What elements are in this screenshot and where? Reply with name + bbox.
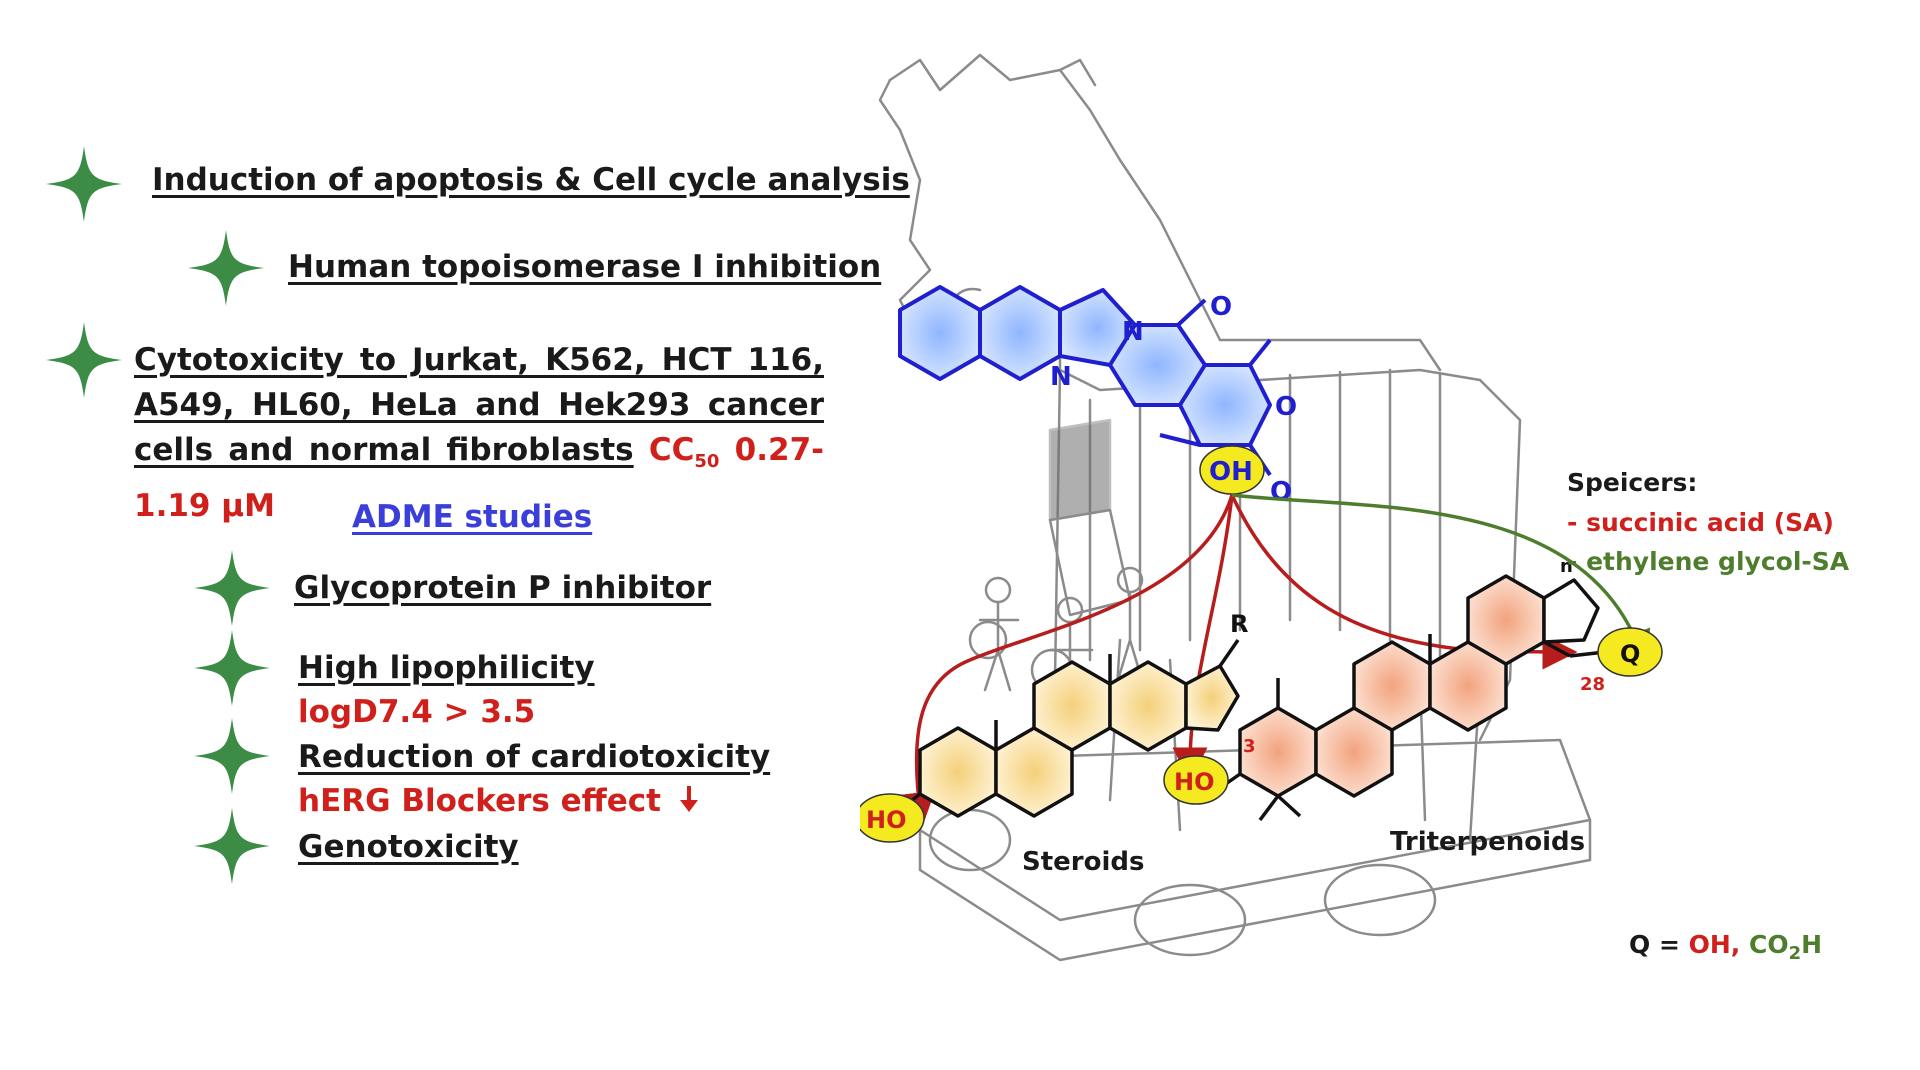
- arrow-to-triterpene-3: [1172, 494, 1234, 783]
- molecule-o-top: O: [1210, 292, 1232, 322]
- triterpene-q-highlight: [1597, 627, 1663, 677]
- oh-highlight: [1199, 445, 1265, 495]
- star-bullet-icon: [192, 806, 272, 886]
- item-glycoprotein: Glycoprotein P inhibitor: [294, 570, 712, 606]
- triterpene-q: Q: [1620, 640, 1640, 668]
- oh-label: OH: [1209, 457, 1253, 487]
- triterpene-n: n: [1560, 556, 1573, 577]
- spacer-ethylene-glycol: - ethylene glycol-SA: [1567, 547, 1850, 576]
- camptothecin-molecule: [898, 285, 1272, 477]
- trojan-horse-diagram: N N O O O OH R HO Steroids: [860, 53, 1663, 962]
- steroid-ho-highlight: [860, 793, 925, 843]
- star-bullet-icon: [192, 716, 272, 796]
- molecule-o-ring: O: [1275, 392, 1297, 422]
- item-apoptosis: Induction of apoptosis & Cell cycle anal…: [152, 162, 910, 198]
- triterpene-pos3: 3: [1243, 736, 1256, 757]
- triterpenoids-label: Triterpenoids: [1390, 827, 1585, 857]
- item-cytotoxicity: Cytotoxicity to Jurkat, K562, HCT 116, A…: [134, 338, 824, 529]
- down-arrow-icon: [679, 786, 698, 812]
- trojan-horse-sketch: [878, 53, 1592, 962]
- item-lipophilicity: High lipophilicity: [298, 650, 595, 686]
- star-bullet-icon: [44, 144, 124, 224]
- adme-studies-link[interactable]: ADME studies: [352, 499, 593, 535]
- star-bullet-icon: [186, 228, 266, 308]
- cc50-value: CC50 0.27-1.19 µM: [134, 432, 825, 525]
- triterpene-pos28: 28: [1580, 674, 1605, 695]
- arrow-to-steroid: [900, 494, 1234, 828]
- spacers-title: Speicers:: [1567, 468, 1698, 497]
- spacer-succinic-acid: - succinic acid (SA): [1567, 508, 1834, 537]
- item-cardiotoxicity: Reduction of cardiotoxicity: [298, 739, 771, 775]
- molecule-n1: N: [1050, 362, 1072, 392]
- item-topoisomerase: Human topoisomerase I inhibition: [288, 249, 882, 285]
- triterpene-ho-highlight: [1163, 755, 1229, 805]
- herg-effect: hERG Blockers effect: [298, 779, 700, 823]
- item-genotoxicity: Genotoxicity: [298, 829, 519, 865]
- q-definition: Q = OH, CO2H: [1629, 930, 1823, 964]
- steroid-skeleton: [898, 639, 1240, 818]
- star-bullet-icon: [192, 548, 272, 628]
- star-bullet-icon: [192, 628, 272, 708]
- steroid-r: R: [1230, 610, 1248, 638]
- molecule-o-bottom: O: [1270, 477, 1292, 507]
- steroids-label: Steroids: [1022, 847, 1144, 877]
- cytotoxicity-text: Cytotoxicity to Jurkat, K562, HCT 116, A…: [134, 342, 824, 468]
- logd-value: logD7.4 > 3.5: [298, 694, 536, 730]
- arrow-to-triterpene-28: [1230, 494, 1578, 670]
- triterpenoid-skeleton: [1218, 574, 1606, 822]
- arrow-to-q: [1231, 493, 1651, 667]
- triterpene-ho: HO: [1174, 768, 1215, 796]
- steroid-ho: HO: [866, 806, 907, 834]
- star-bullet-icon: [44, 320, 124, 400]
- molecule-n2: N: [1122, 317, 1144, 347]
